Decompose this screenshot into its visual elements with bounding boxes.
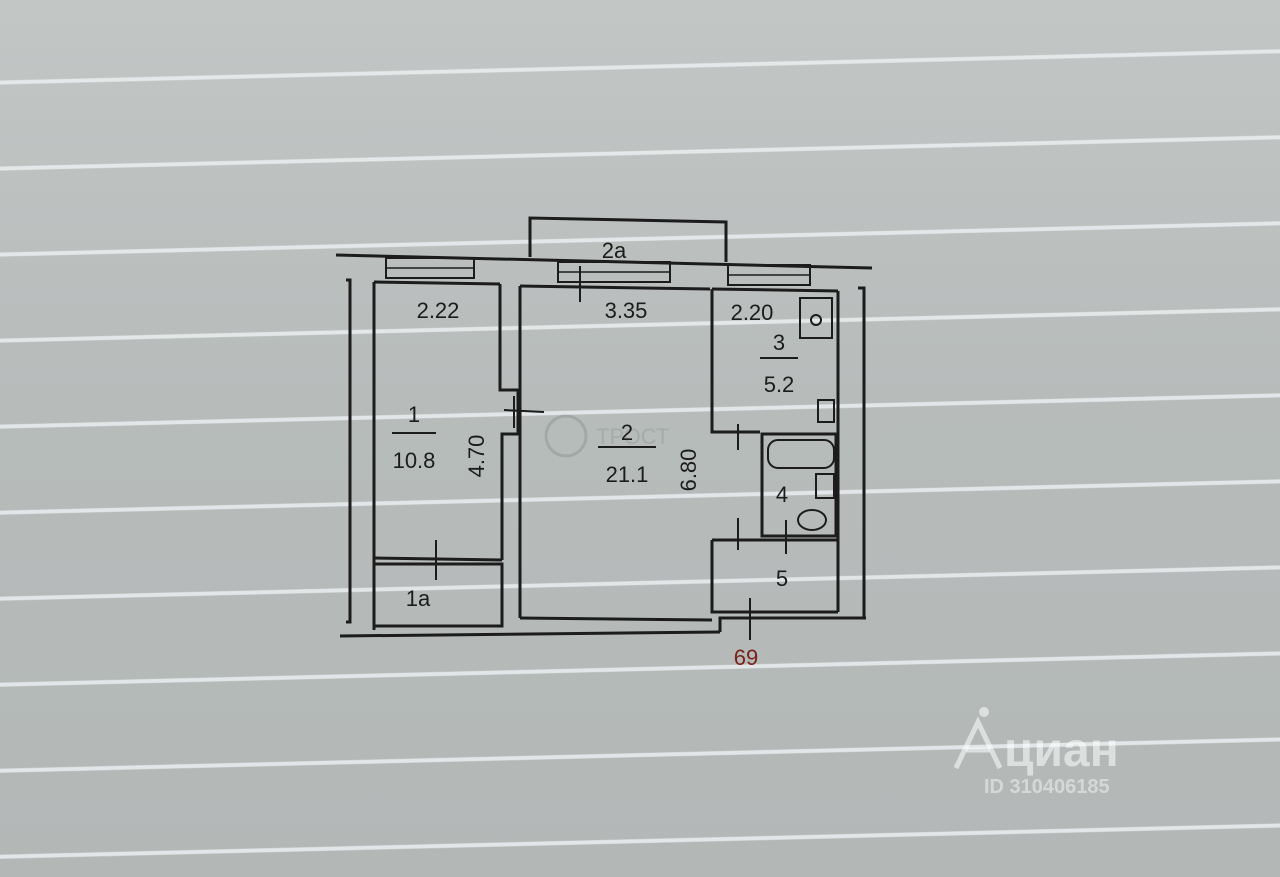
right-outer-bracket xyxy=(858,286,866,620)
washbasin-icon xyxy=(815,473,835,499)
room-1-top-wall xyxy=(373,280,501,286)
room-3-number: 3 xyxy=(773,330,785,355)
room-4-number: 4 xyxy=(776,482,788,507)
room-3-area: 5.2 xyxy=(764,372,795,397)
room-1-number: 1 xyxy=(408,402,420,427)
cian-logo-icon xyxy=(953,707,1003,770)
outer-bottom-right-wall xyxy=(718,616,866,632)
room-1-width: 2.22 xyxy=(417,298,460,323)
room-3-top-wall xyxy=(711,287,839,293)
balcony-outline xyxy=(528,216,728,262)
room-4-outline xyxy=(760,432,838,538)
room-2-length: 6.80 xyxy=(676,449,701,492)
room-1a-outline xyxy=(372,562,504,628)
plan-walls xyxy=(335,216,873,640)
sink-icon xyxy=(817,399,835,423)
listing-id: ID 310406185 xyxy=(984,776,1110,798)
room-1-bottom-wall xyxy=(373,556,503,562)
room-2-area: 21.1 xyxy=(606,462,649,487)
room-3-left-wall xyxy=(710,289,760,434)
door-tick-2 xyxy=(503,409,545,413)
toilet-icon xyxy=(797,509,827,531)
room-1-length: 4.70 xyxy=(464,435,489,478)
cian-watermark: циан ID 310406185 xyxy=(953,707,1119,798)
outer-bottom-wall xyxy=(339,630,721,638)
room-2-top-wall xyxy=(519,284,711,291)
left-outer-bracket xyxy=(346,278,352,624)
room-5-number: 5 xyxy=(776,566,788,591)
room-2-width: 3.35 xyxy=(605,298,648,323)
room-5-outline xyxy=(710,540,838,614)
center-watermark: ТРОСТ xyxy=(544,414,669,458)
room-3-width: 2.20 xyxy=(731,300,774,325)
stove-icon xyxy=(799,297,833,339)
apartment-number: 69 xyxy=(734,645,758,670)
room-1-area: 10.8 xyxy=(393,448,436,473)
cian-brand-text: циан xyxy=(1004,724,1119,777)
balcony-number: 2a xyxy=(602,238,627,263)
room-2-number: 2 xyxy=(621,420,633,445)
bathtub-icon xyxy=(767,439,835,469)
room-2-bottom-wall xyxy=(519,616,713,622)
room-1-right-wall xyxy=(498,284,520,560)
room-1a-number: 1a xyxy=(406,586,431,611)
center-watermark-text: ТРОСТ xyxy=(596,424,669,449)
